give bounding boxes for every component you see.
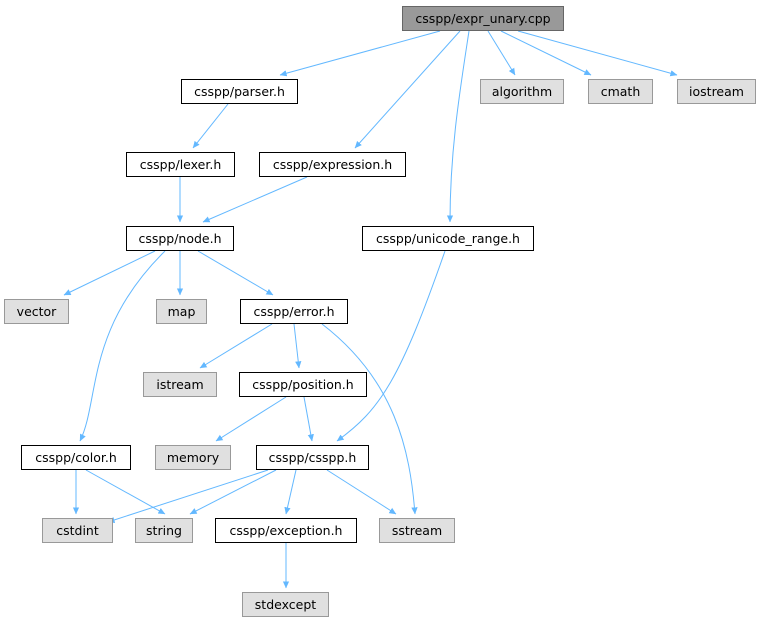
node-memory: memory — [155, 445, 231, 470]
edge-csspp-to-exception — [284, 469, 297, 515]
edge-expression-to-node — [202, 176, 308, 223]
node-box-vector — [4, 299, 69, 324]
node-sstream: sstream — [379, 518, 455, 543]
node-label-expr_unary: csspp/expr_unary.cpp — [415, 11, 550, 26]
node-stdexcept: stdexcept — [242, 592, 329, 617]
edge-node-to-vector — [63, 250, 156, 296]
node-exception[interactable]: csspp/exception.h — [215, 518, 357, 543]
node-cmath: cmath — [588, 79, 653, 104]
node-node[interactable]: csspp/node.h — [126, 226, 234, 251]
nodes-layer: csspp/expr_unary.cpp csspp/parser.h algori… — [4, 6, 756, 617]
node-label-algorithm: algorithm — [492, 84, 552, 99]
node-parser[interactable]: csspp/parser.h — [181, 79, 298, 104]
node-box-expression — [259, 152, 406, 177]
node-box-node — [126, 226, 234, 251]
node-label-iostream: iostream — [689, 84, 744, 99]
node-box-map — [156, 299, 207, 324]
node-box-exception — [215, 518, 357, 543]
node-box-cmath — [588, 79, 653, 104]
edge-expr_unary-to-algorithm — [487, 30, 516, 76]
node-box-istream — [143, 372, 217, 397]
edge-expr_unary-to-parser — [279, 30, 441, 77]
node-label-csspp: csspp/csspp.h — [269, 450, 357, 465]
node-box-sstream — [379, 518, 455, 543]
edge-expr_unary-to-iostream — [517, 30, 678, 77]
edge-csspp-to-string — [189, 469, 277, 515]
node-box-error — [240, 299, 348, 324]
node-error[interactable]: csspp/error.h — [240, 299, 348, 324]
edge-error-to-sstream — [321, 323, 418, 515]
edge-color-to-string — [85, 469, 166, 515]
node-box-position — [239, 372, 367, 397]
node-box-expr_unary — [402, 6, 564, 31]
node-box-parser — [181, 79, 298, 104]
node-box-string — [135, 518, 193, 543]
edge-node-to-color — [79, 250, 166, 442]
node-label-error: csspp/error.h — [254, 304, 335, 319]
node-label-sstream: sstream — [392, 523, 442, 538]
node-label-memory: memory — [167, 450, 220, 465]
node-expression[interactable]: csspp/expression.h — [259, 152, 406, 177]
edge-error-to-position — [293, 323, 302, 369]
node-algorithm: algorithm — [480, 79, 564, 104]
node-cstdint: cstdint — [42, 518, 113, 543]
node-string: string — [135, 518, 193, 543]
node-map: map — [156, 299, 207, 324]
edge-expr_unary-to-unicode_range — [446, 30, 470, 223]
node-box-cstdint — [42, 518, 113, 543]
node-expr_unary[interactable]: csspp/expr_unary.cpp — [402, 6, 564, 31]
node-box-iostream — [677, 79, 756, 104]
node-label-vector: vector — [17, 304, 58, 319]
node-label-color: csspp/color.h — [35, 450, 117, 465]
node-iostream: iostream — [677, 79, 756, 104]
node-position[interactable]: csspp/position.h — [239, 372, 367, 397]
node-label-cstdint: cstdint — [56, 523, 99, 538]
edge-expr_unary-to-expression — [354, 30, 461, 149]
node-box-stdexcept — [242, 592, 329, 617]
edge-csspp-to-cstdint — [107, 469, 269, 523]
edge-position-to-memory — [215, 396, 287, 442]
node-label-stdexcept: stdexcept — [255, 597, 316, 612]
edge-unicode_range-to-csspp — [336, 250, 446, 442]
node-box-memory — [155, 445, 231, 470]
node-csspp[interactable]: csspp/csspp.h — [256, 445, 369, 470]
node-vector: vector — [4, 299, 69, 324]
node-label-cmath: cmath — [601, 84, 641, 99]
node-label-istream: istream — [156, 377, 203, 392]
node-color[interactable]: csspp/color.h — [21, 445, 131, 470]
edge-expr_unary-to-cmath — [500, 30, 592, 76]
edge-position-to-csspp — [303, 396, 314, 442]
node-label-exception: csspp/exception.h — [230, 523, 343, 538]
node-label-position: csspp/position.h — [252, 377, 353, 392]
node-label-expression: csspp/expression.h — [273, 157, 392, 172]
node-label-unicode_range: csspp/unicode_range.h — [376, 231, 520, 246]
node-box-algorithm — [480, 79, 564, 104]
node-unicode_range[interactable]: csspp/unicode_range.h — [362, 226, 534, 251]
node-box-lexer — [126, 152, 235, 177]
node-box-color — [21, 445, 131, 470]
node-lexer[interactable]: csspp/lexer.h — [126, 152, 235, 177]
edge-csspp-to-sstream — [326, 469, 397, 515]
node-label-map: map — [168, 304, 196, 319]
node-box-csspp — [256, 445, 369, 470]
node-label-lexer: csspp/lexer.h — [140, 157, 222, 172]
node-box-unicode_range — [362, 226, 534, 251]
edge-node-to-error — [197, 250, 274, 296]
edge-parser-to-lexer — [192, 103, 229, 149]
node-label-node: csspp/node.h — [138, 231, 221, 246]
node-istream: istream — [143, 372, 217, 397]
edges-layer — [63, 30, 678, 589]
node-label-string: string — [146, 523, 182, 538]
edge-error-to-istream — [199, 323, 273, 369]
node-label-parser: csspp/parser.h — [194, 84, 285, 99]
